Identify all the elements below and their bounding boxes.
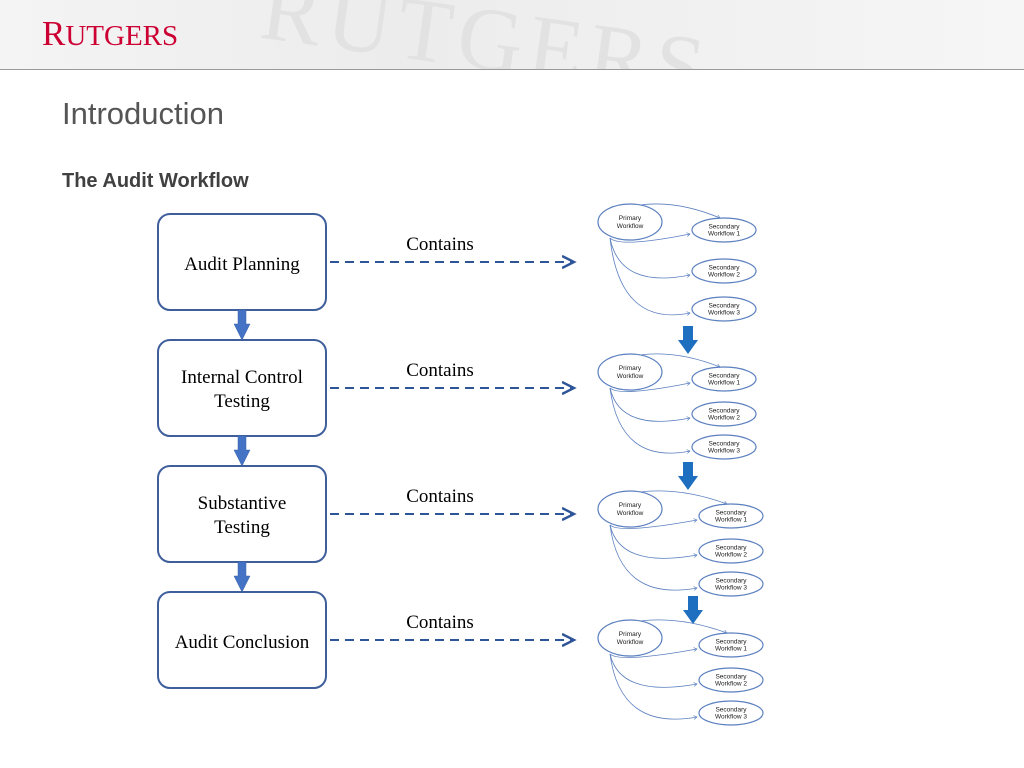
contains-label: Contains bbox=[406, 360, 474, 381]
secondary-workflow-label: Secondary bbox=[715, 674, 747, 681]
secondary-workflow-node bbox=[691, 296, 757, 322]
secondary-workflow-label: Secondary bbox=[708, 441, 740, 448]
secondary-workflow-node bbox=[691, 366, 757, 392]
secondary-workflow-node bbox=[698, 538, 764, 564]
workflow-link bbox=[639, 203, 720, 218]
secondary-workflow-label: Secondary bbox=[708, 373, 740, 380]
workflow-link bbox=[609, 383, 690, 392]
secondary-workflow-label: Workflow 2 bbox=[708, 272, 740, 279]
primary-workflow-label: Primary bbox=[619, 631, 642, 638]
secondary-workflow-label: Workflow 2 bbox=[715, 681, 747, 688]
primary-workflow-node bbox=[597, 490, 663, 528]
workflow-link bbox=[609, 653, 697, 688]
stage-box bbox=[157, 591, 327, 689]
secondary-workflow-label: Workflow 1 bbox=[708, 380, 740, 387]
workflow-link bbox=[639, 490, 727, 504]
rutgers-logo: RUTGERS bbox=[42, 14, 179, 53]
secondary-workflow-label: Secondary bbox=[715, 707, 747, 714]
primary-workflow-node bbox=[597, 203, 663, 241]
workflow-link bbox=[609, 387, 690, 453]
secondary-workflow-node bbox=[691, 258, 757, 284]
primary-workflow-label: Workflow bbox=[617, 510, 644, 517]
primary-workflow-label: Primary bbox=[619, 215, 642, 222]
contains-label: Contains bbox=[406, 234, 474, 255]
workflow-link bbox=[609, 524, 697, 559]
flow-down-arrow bbox=[233, 309, 251, 341]
secondary-workflow-label: Workflow 3 bbox=[708, 448, 740, 455]
stage-box bbox=[157, 465, 327, 563]
secondary-workflow-node bbox=[698, 571, 764, 597]
workflow-link bbox=[639, 353, 720, 367]
secondary-workflow-node bbox=[698, 667, 764, 693]
secondary-workflow-label: Workflow 2 bbox=[708, 415, 740, 422]
secondary-workflow-node bbox=[698, 700, 764, 726]
secondary-workflow-label: Secondary bbox=[708, 224, 740, 231]
workflow-link bbox=[609, 520, 697, 529]
primary-workflow-label: Workflow bbox=[617, 223, 644, 230]
workflow-link bbox=[609, 237, 690, 315]
workflow-link bbox=[609, 524, 697, 590]
secondary-workflow-node bbox=[698, 503, 764, 529]
secondary-workflow-label: Secondary bbox=[708, 265, 740, 272]
primary-workflow-node bbox=[597, 619, 663, 657]
workflow-link bbox=[609, 653, 697, 719]
contains-label: Contains bbox=[406, 612, 474, 633]
workflow-link bbox=[609, 237, 690, 279]
stage-box bbox=[157, 339, 327, 437]
workflow-link bbox=[609, 649, 697, 658]
secondary-workflow-label: Workflow 1 bbox=[715, 517, 747, 524]
flow-down-arrow bbox=[233, 435, 251, 467]
stage-label: Testing bbox=[214, 517, 270, 538]
stage-label: Substantive bbox=[198, 493, 287, 514]
secondary-workflow-label: Workflow 1 bbox=[715, 646, 747, 653]
secondary-workflow-node bbox=[691, 217, 757, 243]
stage-label: Audit Planning bbox=[184, 254, 300, 275]
secondary-workflow-label: Workflow 3 bbox=[715, 714, 747, 721]
workflow-link bbox=[609, 387, 690, 422]
cluster-down-arrow bbox=[678, 462, 698, 490]
header-banner: RUTGERS RUTGERS bbox=[0, 0, 1024, 70]
workflow-link bbox=[639, 619, 727, 633]
secondary-workflow-label: Workflow 3 bbox=[708, 310, 740, 317]
primary-workflow-label: Workflow bbox=[617, 639, 644, 646]
secondary-workflow-node bbox=[691, 401, 757, 427]
secondary-workflow-label: Secondary bbox=[715, 639, 747, 646]
secondary-workflow-label: Secondary bbox=[708, 408, 740, 415]
page-title: Introduction bbox=[62, 96, 224, 131]
stage-label: Testing bbox=[214, 391, 270, 412]
primary-workflow-label: Workflow bbox=[617, 373, 644, 380]
secondary-workflow-label: Workflow 2 bbox=[715, 552, 747, 559]
secondary-workflow-label: Secondary bbox=[715, 578, 747, 585]
secondary-workflow-label: Secondary bbox=[715, 510, 747, 517]
cluster-down-arrow bbox=[683, 596, 703, 624]
stage-label: Audit Conclusion bbox=[175, 632, 310, 653]
secondary-workflow-label: Workflow 3 bbox=[715, 585, 747, 592]
secondary-workflow-node bbox=[691, 434, 757, 460]
workflow-link bbox=[609, 234, 690, 243]
page-subtitle: The Audit Workflow bbox=[62, 170, 249, 192]
flow-down-arrow bbox=[233, 561, 251, 593]
header-divider bbox=[0, 69, 1024, 70]
secondary-workflow-label: Secondary bbox=[708, 303, 740, 310]
secondary-workflow-label: Secondary bbox=[715, 545, 747, 552]
cluster-down-arrow bbox=[678, 326, 698, 354]
primary-workflow-label: Primary bbox=[619, 365, 642, 372]
contains-label: Contains bbox=[406, 486, 474, 507]
primary-workflow-node bbox=[597, 353, 663, 391]
secondary-workflow-label: Workflow 1 bbox=[708, 231, 740, 238]
primary-workflow-label: Primary bbox=[619, 502, 642, 509]
secondary-workflow-node bbox=[698, 632, 764, 658]
stage-label: Internal Control bbox=[181, 367, 303, 388]
